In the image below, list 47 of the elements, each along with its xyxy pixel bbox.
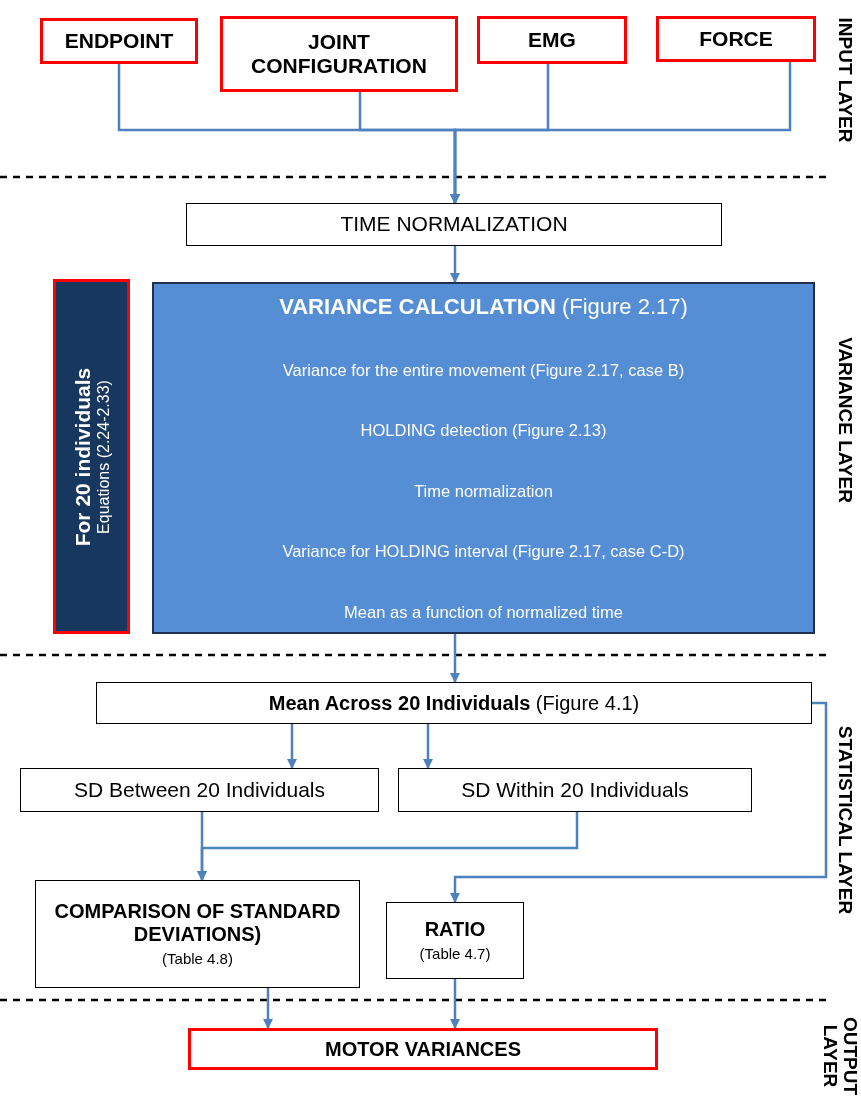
arrow [263, 988, 273, 1029]
box-label: SD Between 20 Individuals [74, 777, 325, 803]
box-label: TIME NORMALIZATION [340, 212, 568, 237]
step-text: Variance for HOLDING interval (Figure 2.17, case C-D) [282, 542, 685, 562]
reference-text: Equations (2.24-2.33) [94, 379, 113, 534]
layer-label: OUTPUT LAYER [820, 1016, 860, 1096]
box-label: EMG [528, 27, 576, 53]
box-label: SD Within 20 Individuals [461, 777, 689, 803]
arrow [450, 62, 792, 204]
input-box [40, 18, 198, 64]
arrow [450, 701, 828, 903]
step-text: Variance for the entire movement (Figure 2.17, case B) [282, 360, 685, 380]
process-panel [152, 282, 815, 634]
arrow [423, 724, 433, 769]
step-text: Time normalization [414, 481, 553, 501]
layer-label: VARIANCE LAYER [835, 337, 855, 503]
layer-label: STATISTICAL LAYER [835, 725, 855, 915]
process-box [386, 902, 524, 979]
box-label: JOINT CONFIGURATION [250, 29, 428, 79]
side-panel [53, 279, 130, 634]
process-box [398, 768, 752, 812]
box-label: MOTOR VARIANCES [325, 1037, 521, 1061]
process-box [20, 768, 379, 812]
panel-heading: VARIANCE CALCULATION (Figure 2.17) [279, 294, 688, 320]
box-label: COMPARISON OF STANDARD DEVIATIONS) [53, 900, 342, 947]
box-label: RATIO [424, 918, 486, 942]
step-text: HOLDING detection (Figure 2.13) [360, 421, 607, 441]
input-box [656, 16, 816, 62]
reference-text: (Table 4.7) [419, 945, 491, 963]
process-box [35, 880, 360, 988]
box-label: ENDPOINT [64, 28, 174, 54]
output-box [188, 1028, 658, 1070]
layer-label: INPUT LAYER [835, 17, 855, 143]
box-label: FORCE [699, 26, 773, 52]
arrow [450, 979, 460, 1029]
panel-heading: For 20 individuals [70, 367, 95, 546]
arrow [450, 634, 460, 683]
process-box [96, 682, 812, 724]
arrow [197, 812, 579, 881]
step-text: Mean as a function of normalized time [344, 603, 623, 622]
input-box [220, 16, 458, 92]
box-label: Mean Across 20 Individuals (Figure 4.1) [268, 691, 640, 715]
input-box [477, 16, 627, 64]
process-box [186, 203, 722, 246]
reference-text: (Table 4.8) [162, 950, 233, 968]
arrow [287, 724, 297, 769]
arrow [450, 246, 460, 283]
